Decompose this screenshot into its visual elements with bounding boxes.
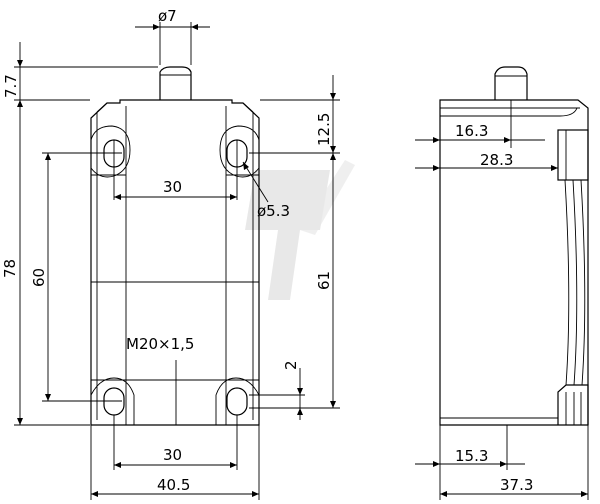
dim-plunger-offset: 16.3 [455,122,488,140]
thread-label: M20×1,5 [126,335,194,353]
hole-bottom-left [103,387,125,416]
front-body [90,99,260,426]
dim-plunger-height: 7.7 [2,74,20,98]
dim-inner-depth: 28.3 [480,151,513,169]
dim-plunger-diameter: ø7 [158,7,177,25]
front-dimensions: ø7 7.7 78 60 12.5 61 [1,7,340,500]
dim-offset: 2 [282,360,300,370]
side-plunger [494,66,528,100]
watermark-logo [245,160,355,300]
side-dimensions: 16.3 28.3 15.3 37.3 [415,100,589,500]
hole-bottom-right [226,387,248,416]
dim-overall-width: 40.5 [157,476,190,494]
dim-hole-pitch-right: 61 [315,271,333,290]
front-view [90,66,260,426]
dim-hole-pitch-left: 60 [30,268,48,287]
side-body [439,99,589,426]
dim-hole-diameter: ø5.3 [257,202,290,220]
dim-overall-depth: 37.3 [500,476,533,494]
front-plunger [159,66,192,100]
dim-cable-offset: 15.3 [455,447,488,465]
dim-overall-height: 78 [1,259,19,278]
dim-hole-pitch-top: 30 [163,178,182,196]
dim-top-to-hole: 12.5 [315,113,333,146]
side-view [439,66,589,426]
dim-hole-pitch-bottom: 30 [163,446,182,464]
side-gland-block [557,129,589,181]
